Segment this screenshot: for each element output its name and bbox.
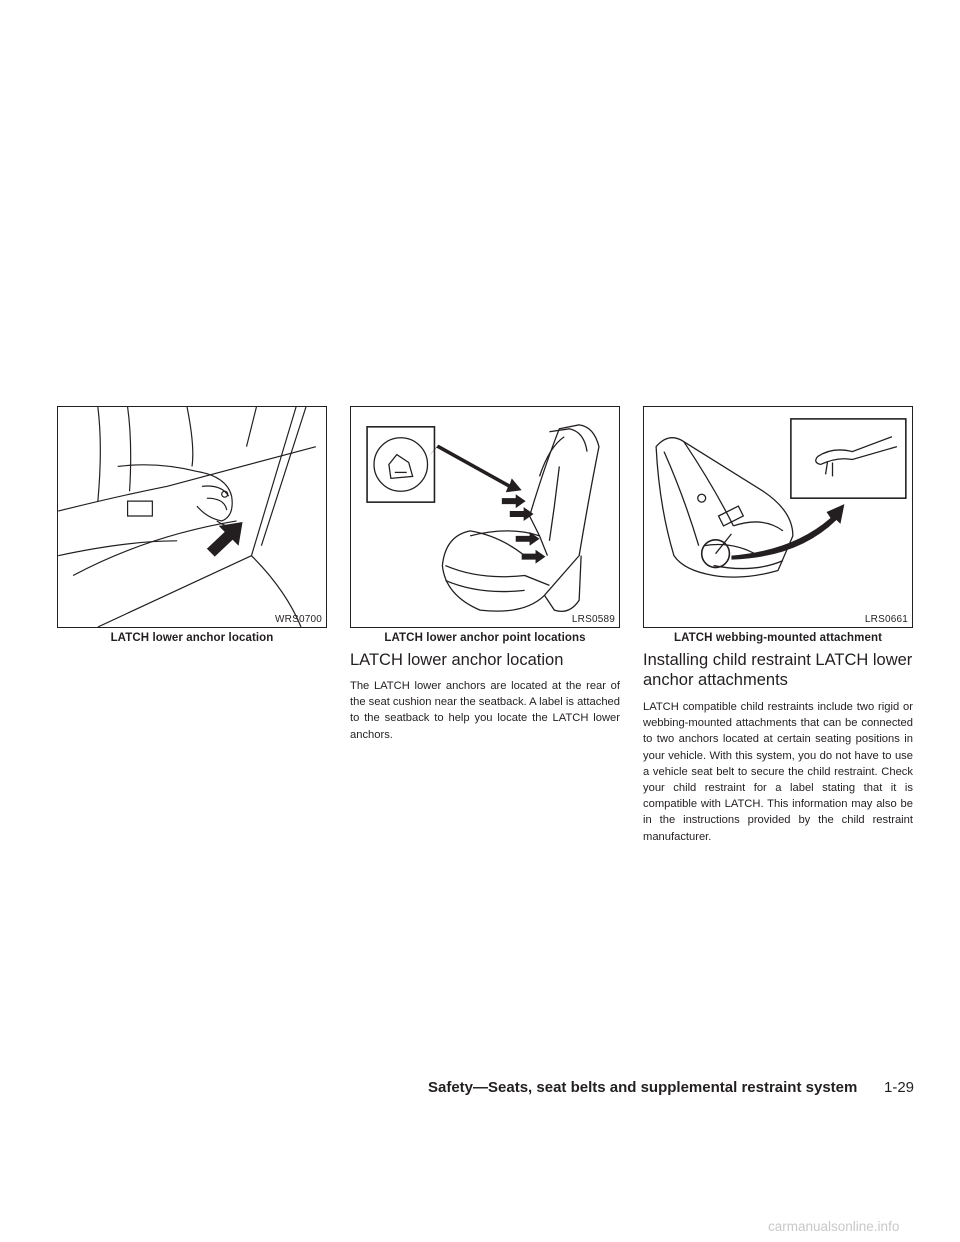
figure-code: WRS0700 xyxy=(275,614,322,625)
arrow-icon xyxy=(428,444,522,493)
illustration-hand-seat-gap xyxy=(58,407,317,627)
footer-section-title: Safety—Seats, seat belts and supplementa… xyxy=(428,1079,858,1096)
figure-caption: LATCH webbing-mounted attachment xyxy=(673,632,883,644)
arrow-icon xyxy=(731,504,845,560)
section-body: LATCH compatible child restraints includ… xyxy=(643,701,913,843)
heading-line: anchor attachments xyxy=(643,671,788,689)
section-heading: Installing child restraint LATCH lower a… xyxy=(643,650,912,690)
watermark: carmanualsonline.info xyxy=(768,1219,900,1234)
heading-line: Installing child restraint LATCH lower xyxy=(643,651,913,669)
figure-lower-anchor-location: WRS0700 xyxy=(57,406,327,628)
arrow-icon xyxy=(206,521,243,557)
figure-caption: LATCH lower anchor location xyxy=(110,632,274,644)
page-number: 1-29 xyxy=(884,1079,915,1096)
illustration-seat-anchors xyxy=(366,424,600,613)
figure-code: LRS0661 xyxy=(864,614,908,625)
section-heading: LATCH lower anchor location xyxy=(350,651,564,669)
figure-anchor-point-locations: LRS0589 xyxy=(350,406,620,628)
section-body: The LATCH lower anchors are located at t… xyxy=(350,680,620,741)
figure-code: LRS0589 xyxy=(571,614,615,625)
illustration-child-seat-webbing xyxy=(655,418,907,578)
figure-caption: LATCH lower anchor point locations xyxy=(384,632,586,644)
child-seat-anchor-icon xyxy=(373,437,429,492)
figure-webbing-attachment: LRS0661 xyxy=(643,406,913,628)
